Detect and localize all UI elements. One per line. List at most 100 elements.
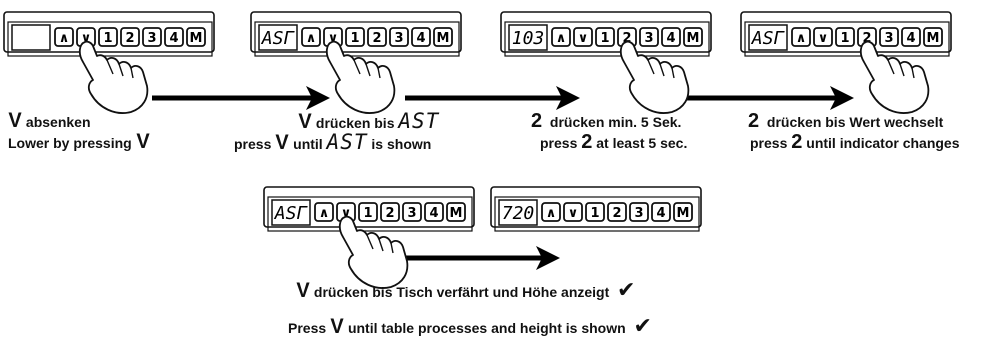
key-label: 3 — [147, 31, 156, 46]
down-arrow-symbol: V — [296, 279, 310, 302]
key-label: 1 — [840, 31, 849, 46]
arrow-1 — [152, 86, 330, 110]
key-label: 4 — [656, 206, 665, 221]
key-3[interactable]: 1 — [98, 27, 118, 47]
step5-en-post: until table processes and height is show… — [347, 320, 626, 336]
key-7[interactable]: M — [683, 27, 703, 47]
key-1[interactable]: ∧ — [314, 202, 334, 222]
step1-caption-de: V absenken — [8, 110, 91, 131]
key-6[interactable]: 4 — [411, 27, 431, 47]
key-label: 3 — [884, 31, 893, 46]
key-label: M — [437, 31, 450, 46]
display-1 — [11, 24, 51, 51]
key-6[interactable]: 4 — [164, 27, 184, 47]
key-label: ∧ — [59, 31, 70, 46]
step2-en-mid: until — [293, 136, 323, 152]
key-2[interactable]: ∨ — [813, 27, 833, 47]
key-4[interactable]: 2 — [617, 27, 637, 47]
key-4[interactable]: 2 — [380, 202, 400, 222]
down-arrow-symbol: V — [298, 110, 312, 133]
key-3[interactable]: 1 — [358, 202, 378, 222]
key-1[interactable]: ∧ — [791, 27, 811, 47]
key-1[interactable]: ∧ — [541, 202, 561, 222]
key-1[interactable]: ∧ — [54, 27, 74, 47]
key-6[interactable]: 4 — [651, 202, 671, 222]
key-label: ∨ — [328, 31, 339, 46]
key-label: M — [687, 31, 700, 46]
key-label: ∧ — [796, 31, 807, 46]
key-5[interactable]: 3 — [879, 27, 899, 47]
step4-de-text: drücken bis Wert wechselt — [766, 114, 944, 130]
key-1[interactable]: ∧ — [301, 27, 321, 47]
key-7[interactable]: M — [923, 27, 943, 47]
key-3[interactable]: 1 — [585, 202, 605, 222]
key-7[interactable]: M — [446, 202, 466, 222]
checkmark-icon: ✔ — [617, 277, 636, 302]
key-3[interactable]: 1 — [595, 27, 615, 47]
display-3: 103 — [508, 24, 548, 51]
checkmark-icon: ✔ — [633, 313, 652, 338]
key-3[interactable]: 1 — [345, 27, 365, 47]
key-label: 3 — [394, 31, 403, 46]
key-label: 4 — [906, 31, 915, 46]
step2-caption-de: V drücken bis AST — [298, 110, 439, 133]
display-5: ASΓ — [271, 199, 311, 226]
step5-en-pre: Press — [288, 320, 327, 336]
key-label: 2 — [385, 206, 394, 221]
key-6[interactable]: 4 — [901, 27, 921, 47]
key-5[interactable]: 3 — [629, 202, 649, 222]
down-arrow-symbol: V — [135, 130, 150, 153]
step1-de-text: absenken — [25, 114, 91, 130]
key-label: 2 — [612, 206, 621, 221]
key-2-symbol: 2 — [531, 110, 543, 132]
key-1[interactable]: ∧ — [551, 27, 571, 47]
key-2[interactable]: ∨ — [336, 202, 356, 222]
key-label: M — [927, 31, 940, 46]
key-label: 1 — [350, 31, 359, 46]
step2-de-text: drücken bis — [315, 115, 395, 131]
key-5[interactable]: 3 — [389, 27, 409, 47]
key-7[interactable]: M — [673, 202, 693, 222]
key-5[interactable]: 3 — [639, 27, 659, 47]
key-label: 3 — [407, 206, 416, 221]
key-label: ∨ — [341, 206, 352, 221]
key-4[interactable]: 2 — [607, 202, 627, 222]
key-2[interactable]: ∨ — [323, 27, 343, 47]
step3-caption-en: press 2 at least 5 sec. — [540, 131, 687, 153]
key-label: 1 — [600, 31, 609, 46]
step4-en-pre: press — [750, 135, 788, 151]
key-2[interactable]: ∨ — [563, 202, 583, 222]
arrow-2 — [405, 86, 580, 110]
down-arrow-symbol: V — [330, 315, 344, 338]
step2-en-post: is shown — [371, 136, 432, 152]
key-label: M — [677, 206, 690, 221]
display-value: 720 — [502, 203, 535, 224]
key-5[interactable]: 3 — [142, 27, 162, 47]
key-4[interactable]: 2 — [367, 27, 387, 47]
step1-en-text: Lower by pressing — [8, 135, 132, 151]
key-3[interactable]: 1 — [835, 27, 855, 47]
key-2[interactable]: ∨ — [573, 27, 593, 47]
display-2: ASΓ — [258, 24, 298, 51]
key-6[interactable]: 4 — [661, 27, 681, 47]
key-2-symbol: 2 — [581, 131, 593, 153]
key-label: 1 — [363, 206, 372, 221]
key-7[interactable]: M — [433, 27, 453, 47]
step5-caption-de: V drücken bis Tisch verfährt und Höhe an… — [296, 279, 635, 302]
arrow-3 — [678, 86, 854, 110]
key-2-symbol: 2 — [791, 131, 803, 153]
step4-caption-en: press 2 until indicator changes — [750, 131, 960, 153]
display-value: ASΓ — [261, 28, 296, 49]
key-label: 4 — [666, 31, 675, 46]
key-5[interactable]: 3 — [402, 202, 422, 222]
key-4[interactable]: 2 — [120, 27, 140, 47]
key-7[interactable]: M — [186, 27, 206, 47]
key-6[interactable]: 4 — [424, 202, 444, 222]
display-6: 720 — [498, 199, 538, 226]
step3-de-text: drücken min. 5 Sek. — [549, 114, 682, 130]
